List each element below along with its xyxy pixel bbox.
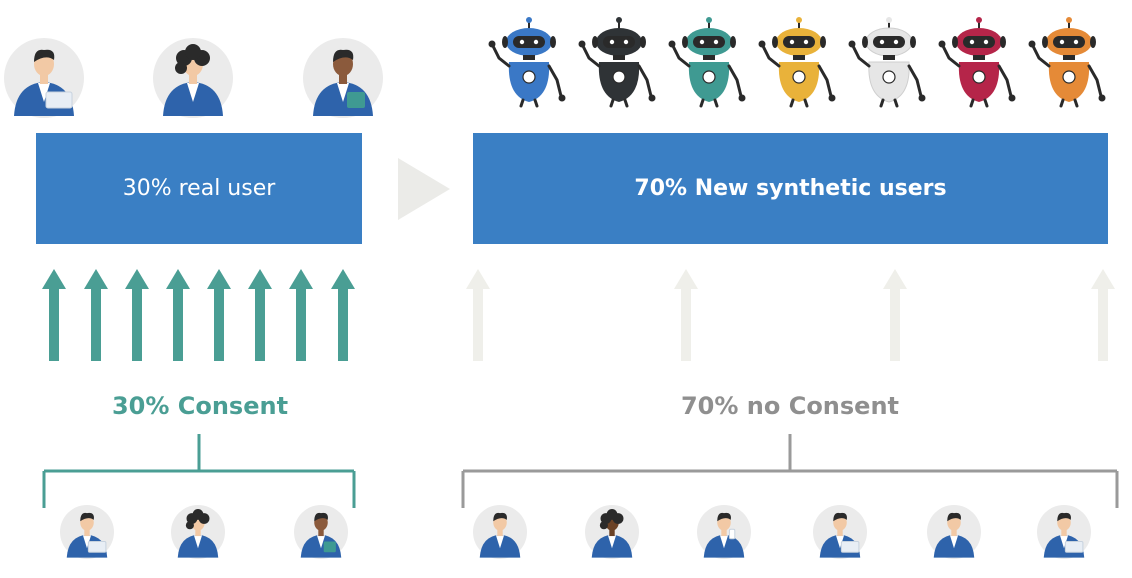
businesswoman-presenting-icon — [153, 38, 233, 118]
no-consent-arrow-icon — [883, 269, 907, 361]
businesswoman-presenting-icon — [171, 505, 225, 559]
robot-black-icon — [578, 17, 656, 108]
robot-teal-icon — [668, 17, 746, 108]
consent-arrow-icon — [84, 269, 108, 361]
consent-bracket — [42, 434, 356, 508]
synthetic-users-box: 70% New synthetic users — [473, 133, 1108, 244]
businessman-folder-icon — [294, 505, 348, 559]
consent-arrow-icon — [42, 269, 66, 361]
robot-orange-icon — [1028, 17, 1106, 108]
consent-arrow-icon — [166, 269, 190, 361]
consent-arrow-icon — [207, 269, 231, 361]
no-consent-bracket — [461, 434, 1119, 508]
real-user-label: 30% real user — [122, 176, 276, 201]
no-consent-label: 70% no Consent — [680, 392, 900, 420]
synthetic-users-label: 70% New synthetic users — [634, 176, 947, 201]
consent-arrow-icon — [125, 269, 149, 361]
real-user-box: 30% real user — [36, 133, 362, 244]
consent-label: 30% Consent — [111, 392, 289, 420]
businessman-laptop-icon — [60, 505, 114, 559]
consent-arrow-icon — [331, 269, 355, 361]
woman-phone-icon — [697, 505, 751, 559]
no-consent-arrow-icon — [674, 269, 698, 361]
no-consent-arrow-icon — [1091, 269, 1115, 361]
no-consent-arrow-icon — [466, 269, 490, 361]
person-clapping-icon — [473, 505, 527, 559]
person-at-computer-icon — [813, 505, 867, 559]
consent-arrow-icon — [289, 269, 313, 361]
robot-yellow-icon — [758, 17, 836, 108]
consent-arrow-icon — [248, 269, 272, 361]
robot-white-icon — [848, 17, 926, 108]
robot-crimson-icon — [938, 17, 1016, 108]
man-laptop-icon — [1037, 505, 1091, 559]
robot-blue-icon — [488, 17, 566, 108]
businessman-laptop-icon — [4, 38, 84, 118]
businessman-folder-icon — [303, 38, 383, 118]
man-thinking-icon — [927, 505, 981, 559]
play-arrow-icon — [398, 158, 450, 220]
woman-thumbs-up-icon — [585, 505, 639, 559]
